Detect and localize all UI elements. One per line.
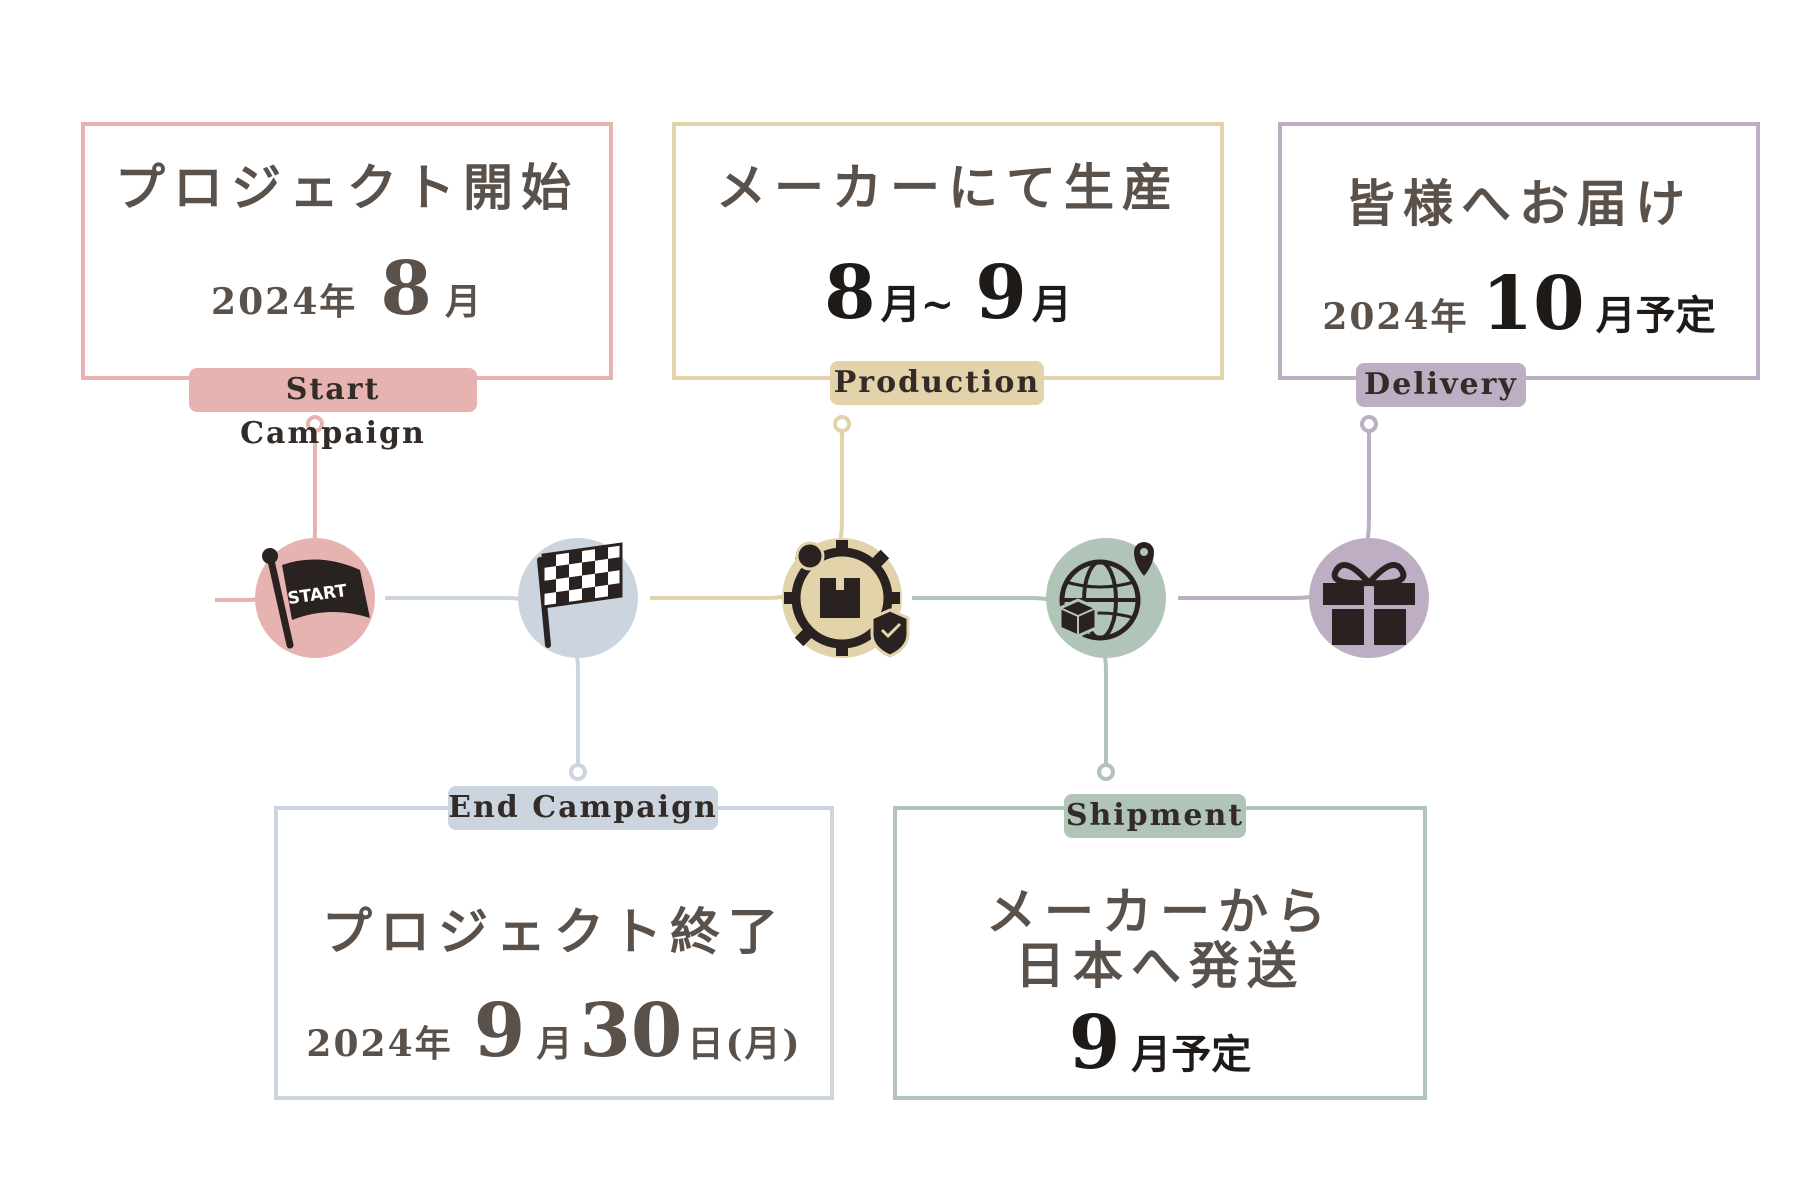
delivery-title: 皆様へお届け — [1345, 174, 1693, 233]
start-campaign-tag: Start Campaign — [189, 368, 477, 451]
shipment-milestone-card: メーカーから 日本へ発送 9 月予定 — [893, 806, 1427, 1100]
start-date: 2024年 8 月 — [85, 246, 609, 332]
start-flag-icon: START — [255, 538, 375, 658]
shipment-month-suffix: 月予定 — [1131, 1031, 1252, 1078]
start-milestone-card: プロジェクト開始 2024年 8 月 — [81, 122, 613, 380]
start-month-unit: 月 — [444, 281, 483, 323]
shipment-date: 9 月予定 — [897, 1000, 1423, 1086]
production-period: 8 月~ 9 月 — [676, 250, 1220, 336]
start-year: 2024年 — [211, 281, 358, 323]
start-title: プロジェクト開始 — [115, 158, 579, 217]
delivery-month-number: 10 — [1481, 261, 1585, 347]
shipment-title-line1: メーカーから — [986, 882, 1334, 941]
end-month-unit: 月 — [536, 1023, 575, 1065]
delivery-month-suffix: 月予定 — [1595, 292, 1716, 339]
production-end-unit: 月 — [1031, 281, 1072, 328]
production-tag: Production — [830, 361, 1044, 405]
checkered-flag-icon — [518, 538, 638, 658]
production-end-month: 9 — [975, 250, 1027, 336]
production-title: メーカーにて生産 — [716, 158, 1180, 217]
shipment-tag: Shipment — [1064, 794, 1246, 838]
gift-box-icon — [1309, 538, 1429, 658]
delivery-milestone-card: 皆様へお届け 2024年 10 月予定 — [1278, 122, 1760, 380]
end-campaign-tag: End Campaign — [448, 786, 718, 830]
production-start-month: 8 — [824, 250, 876, 336]
delivery-year: 2024年 — [1322, 296, 1469, 338]
end-year: 2024年 — [306, 1023, 453, 1065]
shipment-month-number: 9 — [1068, 1000, 1121, 1086]
globe-shipping-icon — [1046, 538, 1166, 658]
delivery-date: 2024年 10 月予定 — [1282, 261, 1756, 347]
delivery-tag: Delivery — [1356, 363, 1526, 407]
production-start-unit: 月~ — [880, 281, 955, 328]
end-title: プロジェクト終了 — [322, 902, 786, 961]
shipment-title-line2: 日本へ発送 — [1015, 936, 1305, 995]
end-day-number: 30 — [579, 988, 683, 1074]
end-day-unit: 日(月) — [687, 1023, 802, 1065]
factory-gear-icon — [782, 538, 910, 658]
production-milestone-card: メーカーにて生産 8 月~ 9 月 — [672, 122, 1224, 380]
start-month-number: 8 — [380, 246, 432, 332]
end-date: 2024年 9 月 30 日(月) — [278, 988, 830, 1074]
end-month-number: 9 — [473, 988, 526, 1074]
end-milestone-card: プロジェクト終了 2024年 9 月 30 日(月) — [274, 806, 834, 1100]
